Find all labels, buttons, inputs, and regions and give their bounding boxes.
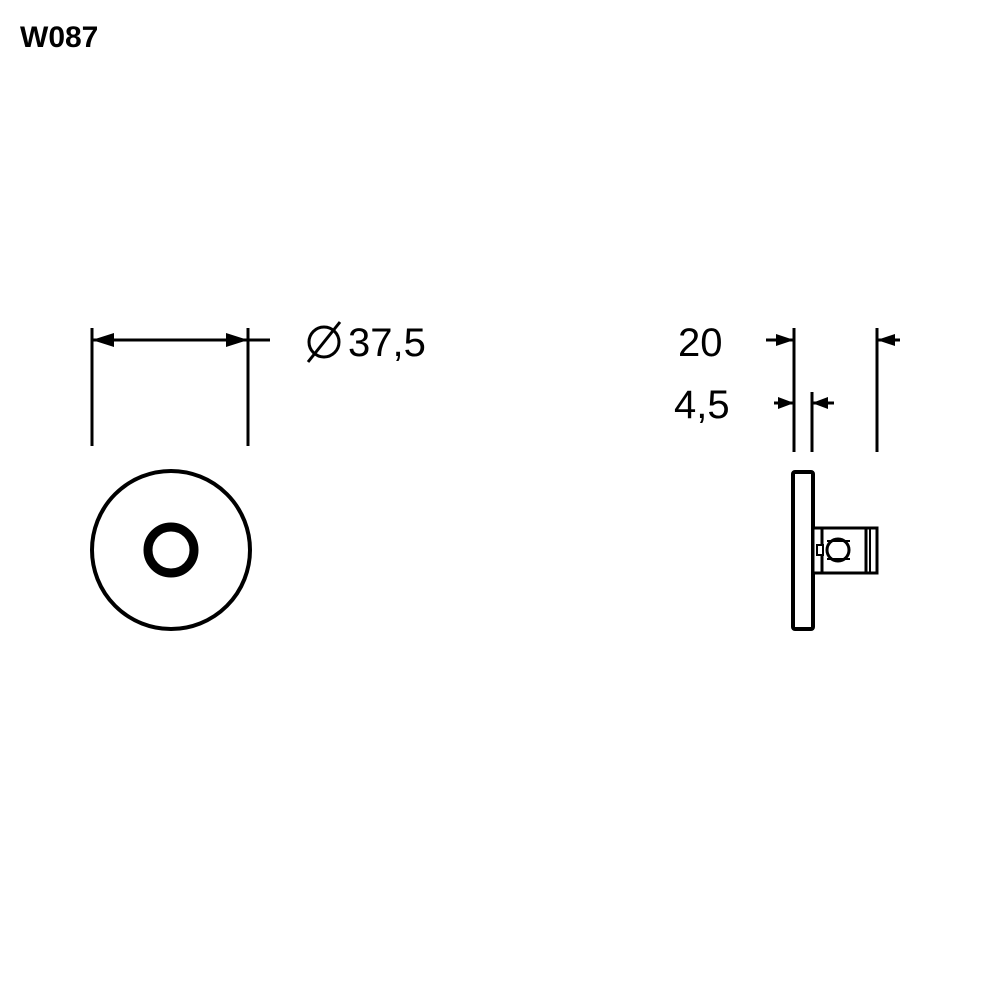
rosette-outline bbox=[90, 469, 252, 631]
diameter-value: 37,5 bbox=[348, 321, 426, 365]
diameter-symbol-icon bbox=[306, 321, 342, 363]
depth-arrow-left bbox=[776, 334, 794, 346]
front-view: 37,5 bbox=[90, 321, 426, 631]
thickness-arrow-left bbox=[778, 397, 794, 409]
spindle-housing bbox=[811, 526, 879, 575]
center-hole bbox=[143, 522, 199, 578]
diameter-arrow-left bbox=[92, 333, 114, 347]
overall-depth-value: 20 bbox=[678, 321, 723, 365]
plate-thickness-value: 4,5 bbox=[674, 383, 730, 427]
rosette-plate-side bbox=[791, 470, 815, 631]
grub-screw-icon bbox=[825, 537, 851, 563]
drawing-code: W087 bbox=[20, 21, 98, 54]
depth-arrow-right bbox=[877, 334, 895, 346]
side-view: 20 4,5 bbox=[674, 321, 900, 631]
thickness-arrow-right bbox=[812, 397, 828, 409]
diameter-arrow-right bbox=[226, 333, 248, 347]
